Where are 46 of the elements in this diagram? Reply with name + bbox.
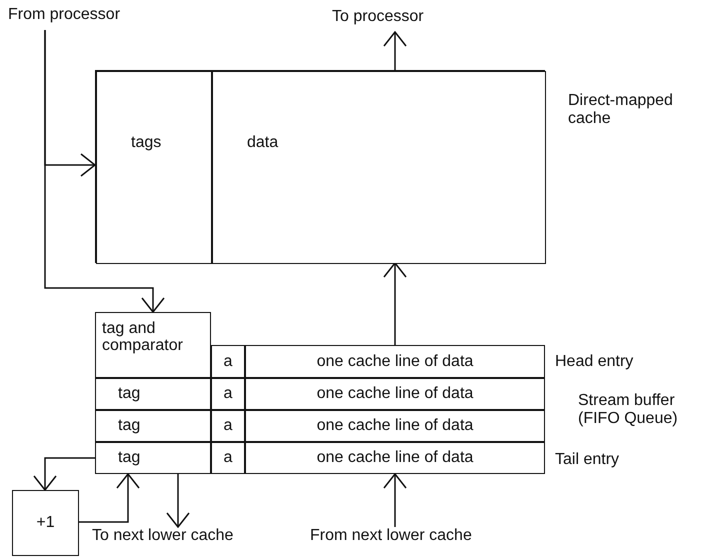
field-text: a: [224, 385, 232, 403]
buffer-field: [95, 410, 211, 442]
port-label: To processor: [332, 8, 458, 32]
arrow: [44, 30, 165, 313]
cache-array-column: [96, 71, 212, 264]
field-text: a: [224, 417, 232, 435]
caption-text: Stream buffer (FIFO Queue): [578, 392, 679, 428]
caption-text: Direct-mapped cache: [568, 92, 674, 128]
buffer-field: [95, 378, 211, 410]
column-label: tags: [131, 134, 162, 151]
incrementer-box: [12, 490, 79, 556]
arrow: [383, 31, 407, 70]
arrow: [383, 473, 407, 527]
field-text: one cache line of data: [316, 417, 474, 435]
field-text: one cache line of data: [316, 449, 474, 467]
field-text: tag: [118, 449, 140, 467]
cache-box: [95, 70, 545, 263]
buffer-field: [245, 345, 545, 378]
buffer-field: [211, 378, 245, 410]
port-label: From processor: [8, 6, 158, 30]
buffer-field: [95, 442, 211, 474]
port-label: From next lower cache: [310, 527, 525, 551]
arrow: [383, 262, 407, 345]
cache-array-column: [212, 71, 546, 264]
field-text: a: [224, 352, 232, 370]
field-text: one cache line of data: [316, 385, 474, 403]
arrow: [33, 457, 95, 491]
field-text: a: [224, 449, 232, 467]
buffer-field: [211, 442, 245, 474]
buffer-field: [211, 345, 245, 378]
field-text: one cache line of data: [316, 352, 474, 370]
buffer-field: [245, 378, 545, 410]
field-text: +1: [36, 514, 55, 532]
buffer-field: [211, 410, 245, 442]
caption-text: Head entry: [555, 353, 634, 371]
buffer-field: [245, 442, 545, 474]
caption-text: Tail entry: [555, 451, 620, 469]
buffer-field: [95, 312, 211, 378]
column-label: data: [247, 134, 278, 151]
field-text: tag: [118, 385, 140, 403]
arrow: [79, 473, 140, 523]
field-text: tag and comparator: [102, 320, 183, 354]
buffer-field: [245, 410, 545, 442]
arrow: [166, 474, 190, 528]
field-text: tag: [118, 417, 140, 435]
port-label: To next lower cache: [92, 527, 282, 551]
